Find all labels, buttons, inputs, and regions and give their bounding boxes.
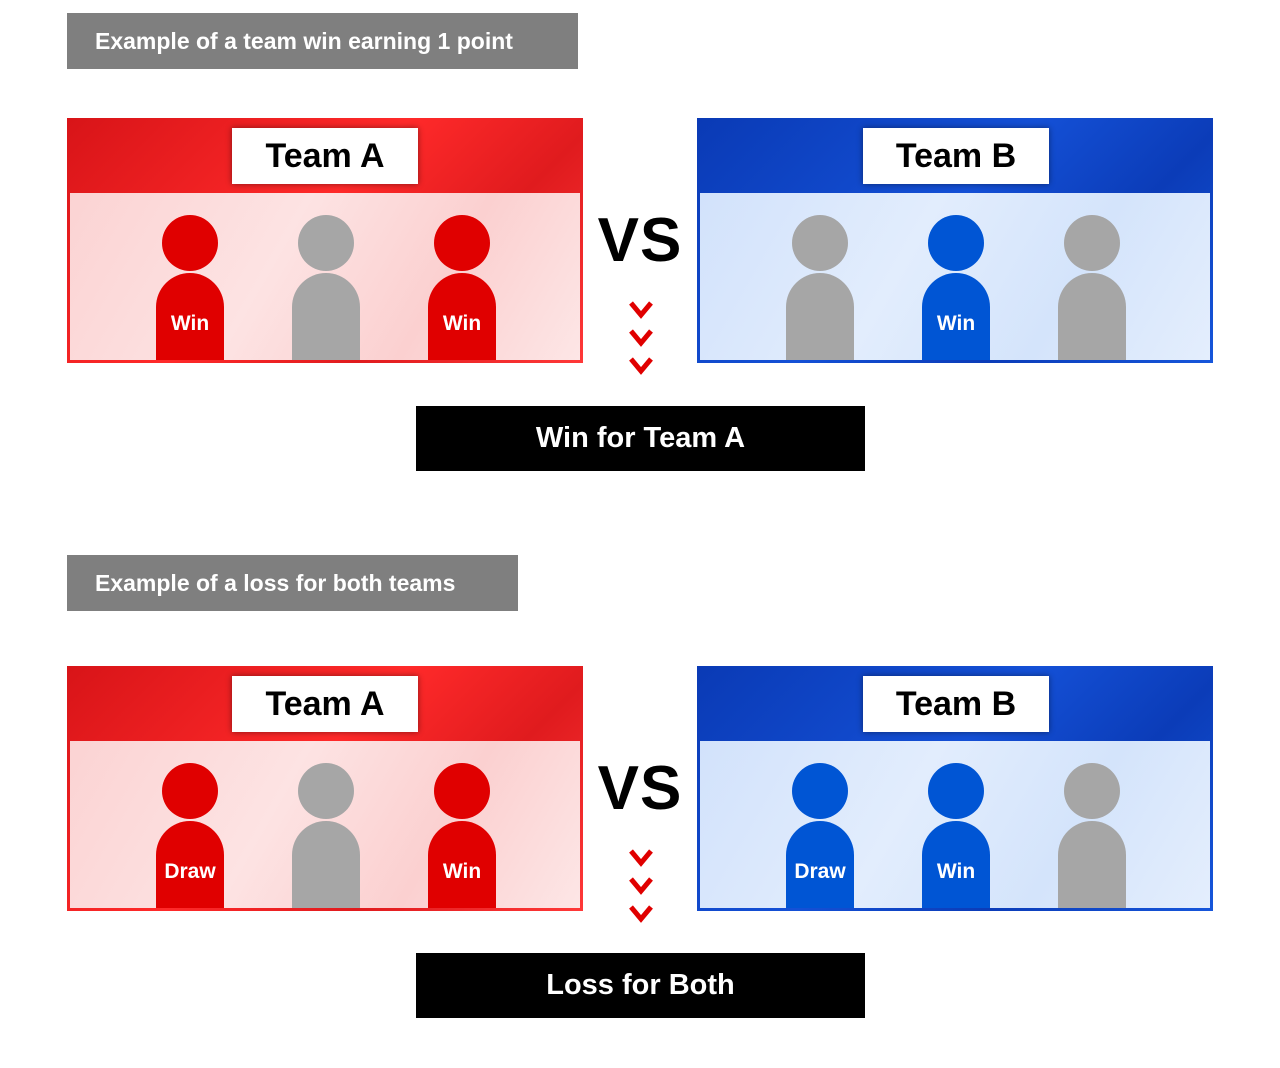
player-person-icon: [292, 763, 360, 908]
team-b-name: Team B: [863, 676, 1049, 732]
team-a-name: Team A: [232, 128, 418, 184]
example-team-win: Example of a team win earning 1 point Te…: [0, 0, 1280, 520]
player-person-icon: [786, 215, 854, 360]
team-b-card: Team B Win: [697, 118, 1213, 363]
team-a-card: Team A Draw Win: [67, 666, 583, 911]
player-person-icon: Draw: [786, 763, 854, 908]
player-person-icon: Draw: [156, 763, 224, 908]
player-person-icon: Win: [428, 215, 496, 360]
team-a-players: Win Win: [70, 193, 580, 360]
player-person-icon: [1058, 763, 1126, 908]
chevron-down-icon: [628, 848, 654, 932]
player-label: Draw: [164, 859, 216, 883]
player-person-icon: Win: [428, 763, 496, 908]
player-person-icon: Win: [156, 215, 224, 360]
player-person-icon: Win: [922, 215, 990, 360]
player-label: Win: [442, 311, 482, 335]
result-banner: Loss for Both: [416, 953, 865, 1018]
team-b-players: Draw Win: [700, 741, 1210, 908]
vs-label: VS: [597, 754, 683, 823]
team-b-card: Team B Draw Win: [697, 666, 1213, 911]
player-label: Win: [170, 311, 210, 335]
example-loss-both: Example of a loss for both teams Team A …: [0, 548, 1280, 1068]
vs-label: VS: [597, 206, 683, 275]
chevron-down-icon: [628, 300, 654, 384]
team-a-name: Team A: [232, 676, 418, 732]
player-label: Win: [442, 859, 482, 883]
section-heading: Example of a team win earning 1 point: [67, 13, 578, 69]
result-banner: Win for Team A: [416, 406, 865, 471]
team-a-players: Draw Win: [70, 741, 580, 908]
player-label: Win: [936, 859, 976, 883]
team-b-name: Team B: [863, 128, 1049, 184]
player-label: Draw: [794, 859, 846, 883]
player-label: Win: [936, 311, 976, 335]
section-heading: Example of a loss for both teams: [67, 555, 518, 611]
player-person-icon: [292, 215, 360, 360]
team-a-card: Team A Win Win: [67, 118, 583, 363]
team-b-players: Win: [700, 193, 1210, 360]
player-person-icon: [1058, 215, 1126, 360]
player-person-icon: Win: [922, 763, 990, 908]
